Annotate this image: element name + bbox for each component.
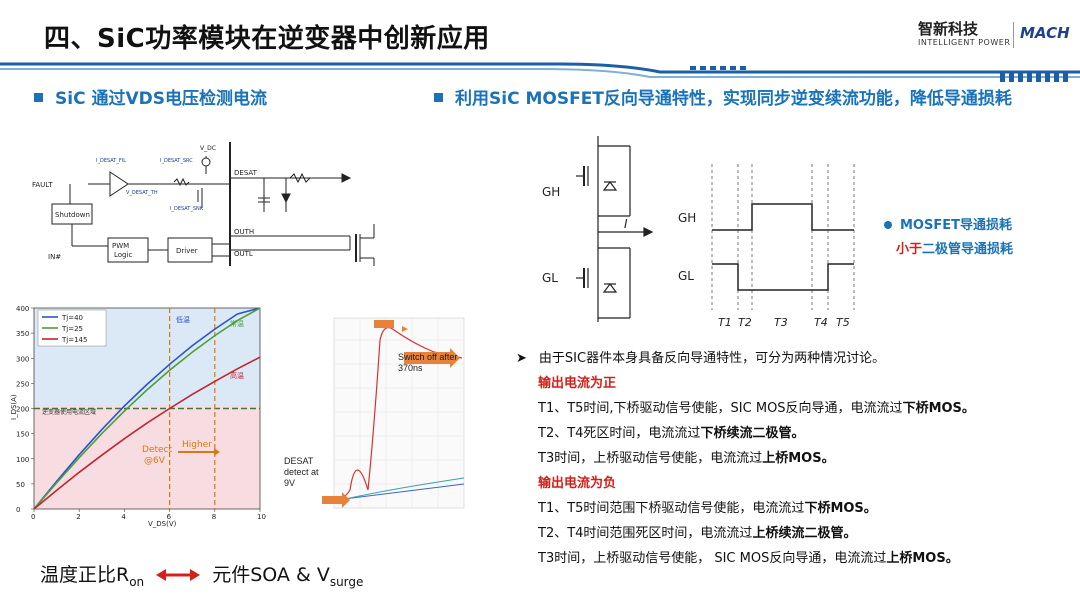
- switch-off-annotation: Switch off after 370ns: [398, 352, 458, 373]
- temperature-caption: 温度正比Ron 元件SOA & Vsurge: [40, 564, 364, 589]
- pwm-logic-label-2: Logic: [114, 251, 132, 259]
- vdesat-th-label: V_DESAT_TH: [126, 190, 158, 196]
- x-tick-label: 8: [212, 513, 216, 521]
- negative-line-3: T3时间，上桥驱动信号使能， SIC MOS反向导通，电流流过上桥MOS。: [538, 551, 959, 566]
- chart-xlabel: V_DS(V): [148, 520, 177, 528]
- explanation-text: ➤由于SIC器件本身具备反向导通特性，可分为两种情况讨论。 输出电流为正 T1、…: [516, 346, 1076, 571]
- input-label: IN#: [48, 253, 61, 261]
- positive-line-1: T1、T5时间,下桥驱动信号使能，SIC MOS反向导通，电流流过下桥MOS。: [538, 401, 975, 416]
- negative-line-1: T1、T5时间范围下桥驱动信号使能，电流流过下桥MOS。: [538, 501, 877, 516]
- t2-label: T2: [738, 316, 752, 329]
- outh-pin-label: OUTH: [234, 228, 254, 236]
- y-tick-label: 250: [16, 380, 29, 388]
- half-bridge-circuit: GH GL I: [542, 136, 654, 322]
- legend-label: Tj=25: [61, 325, 83, 333]
- gh-switch-label: GH: [542, 185, 560, 199]
- gate-timing-diagram: GH GL T1 T2 T3 T4 T5: [678, 164, 855, 329]
- shutdown-label: Shutdown: [55, 211, 90, 219]
- desat-detect-annotation: DESAT detect at 9V: [284, 456, 319, 488]
- t4-label: T4: [814, 316, 828, 329]
- gh-waveform: [712, 203, 854, 231]
- bullet-dot-icon: [884, 221, 892, 229]
- series-line-Tj=40: [33, 307, 261, 510]
- positive-line-2: T2、T4死区时间，电流流过下桥续流二极管。: [538, 426, 805, 441]
- y-tick-label: 0: [16, 506, 20, 514]
- page-title: 四、SiC功率模块在逆变器中创新应用: [44, 24, 490, 54]
- annotation-higher: Higher: [182, 440, 212, 450]
- idesat-src-label: I_DESAT_SRC: [160, 158, 193, 164]
- annotation-detect: Detect: [142, 445, 172, 455]
- higher-arrow-head-icon: [214, 448, 220, 456]
- driver-label: Driver: [176, 247, 198, 255]
- y-tick-label: 300: [16, 355, 29, 363]
- x-tick-label: 6: [167, 513, 172, 521]
- outl-pin-label: OUTL: [234, 250, 253, 258]
- t1-label: T1: [718, 316, 732, 329]
- gl-switch-label: GL: [542, 271, 558, 285]
- y-tick-label: 350: [16, 330, 29, 338]
- y-tick-label: 200: [16, 406, 29, 414]
- t5-label: T5: [836, 316, 850, 329]
- y-tick-label: 50: [16, 481, 25, 489]
- intro-line: ➤由于SIC器件本身具备反向导通特性，可分为两种情况讨论。: [516, 351, 886, 366]
- desat-circuit-diagram: FAULT Shutdown PWM Logic Driver IN# DESA…: [32, 142, 375, 266]
- x-tick-label: 4: [121, 513, 126, 521]
- negative-current-title: 输出电流为负: [538, 476, 617, 491]
- positive-current-title: 输出电流为正: [538, 376, 617, 391]
- fault-label: FAULT: [32, 181, 53, 189]
- annotation-low-temp: 低温: [176, 315, 190, 324]
- switch-off-arrow-icon: [404, 348, 460, 368]
- mosfet-loss-note: MOSFET导通损耗: [884, 214, 1012, 233]
- y-tick-label: 400: [16, 305, 29, 313]
- brand-logo: MACH: [1020, 24, 1070, 42]
- pwm-logic-label: PWM: [112, 242, 129, 250]
- t3-label: T3: [774, 316, 788, 329]
- y-tick-label: 150: [16, 431, 29, 439]
- legend-label: Tj=40: [61, 314, 83, 322]
- right-section-heading: 利用SiC MOSFET反向导通特性，实现同步逆变续流功能，降低导通损耗: [434, 84, 1012, 109]
- diode-loss-note: 小于二极管导通损耗: [896, 242, 1014, 257]
- y-tick-label: 100: [16, 456, 29, 464]
- double-arrow-icon: [156, 565, 201, 587]
- marker-arrow-icon: [402, 326, 408, 332]
- timing-gh-label: GH: [678, 211, 696, 225]
- bullet-square-icon: [434, 92, 443, 102]
- arrow-bullet-icon: ➤: [516, 351, 527, 366]
- vdc-label: V_DC: [200, 145, 216, 152]
- desat-pin-label: DESAT: [234, 169, 258, 177]
- gl-waveform: [712, 263, 854, 291]
- brand-divider: [1013, 22, 1014, 48]
- left-section-heading: SiC 通过VDS电压检测电流: [34, 84, 267, 109]
- positive-line-3: T3时间，上桥驱动信号使能，电流流过上桥MOS。: [538, 451, 835, 466]
- x-tick-label: 2: [76, 513, 80, 521]
- desat-arrow-icon: [322, 492, 350, 508]
- marker-top-icon: [374, 320, 394, 328]
- series-line-Tj=145: [33, 356, 261, 510]
- waveform-red: [335, 327, 463, 499]
- series-line-Tj=25: [33, 307, 261, 510]
- x-tick-label: 0: [31, 513, 35, 521]
- timing-gl-label: GL: [678, 269, 694, 283]
- brand-name-en: INTELLIGENT POWER: [918, 38, 1011, 47]
- annotation-operating-region: 逆变器使用电流区域: [42, 408, 96, 416]
- chart-ylabel: I_DS(A): [10, 394, 18, 420]
- brand-block: 智新科技 INTELLIGENT POWER MACH: [918, 18, 1070, 54]
- idesat-snk-label: I_DESAT_SNK: [170, 206, 204, 212]
- annotation-normal-temp: 常温: [230, 319, 244, 328]
- waveform-blue: [335, 483, 465, 501]
- brand-name-cn: 智新科技: [918, 20, 979, 38]
- idesat-fil-label: I_DESAT_FIL: [96, 158, 126, 164]
- bullet-square-icon: [34, 92, 43, 102]
- annotation-high-temp: 高温: [230, 371, 244, 380]
- current-label: I: [624, 217, 628, 231]
- annotation-detect-v: @6V: [144, 456, 166, 466]
- x-tick-label: 10: [257, 513, 266, 521]
- negative-line-2: T2、T4时间范围死区时间，电流流过上桥续流二极管。: [538, 526, 857, 541]
- legend-label: Tj=145: [61, 336, 87, 344]
- header-decoration-bar: [0, 62, 1080, 82]
- oscilloscope-waveform: Switch off after 370ns DESAT detect at 9…: [284, 300, 474, 532]
